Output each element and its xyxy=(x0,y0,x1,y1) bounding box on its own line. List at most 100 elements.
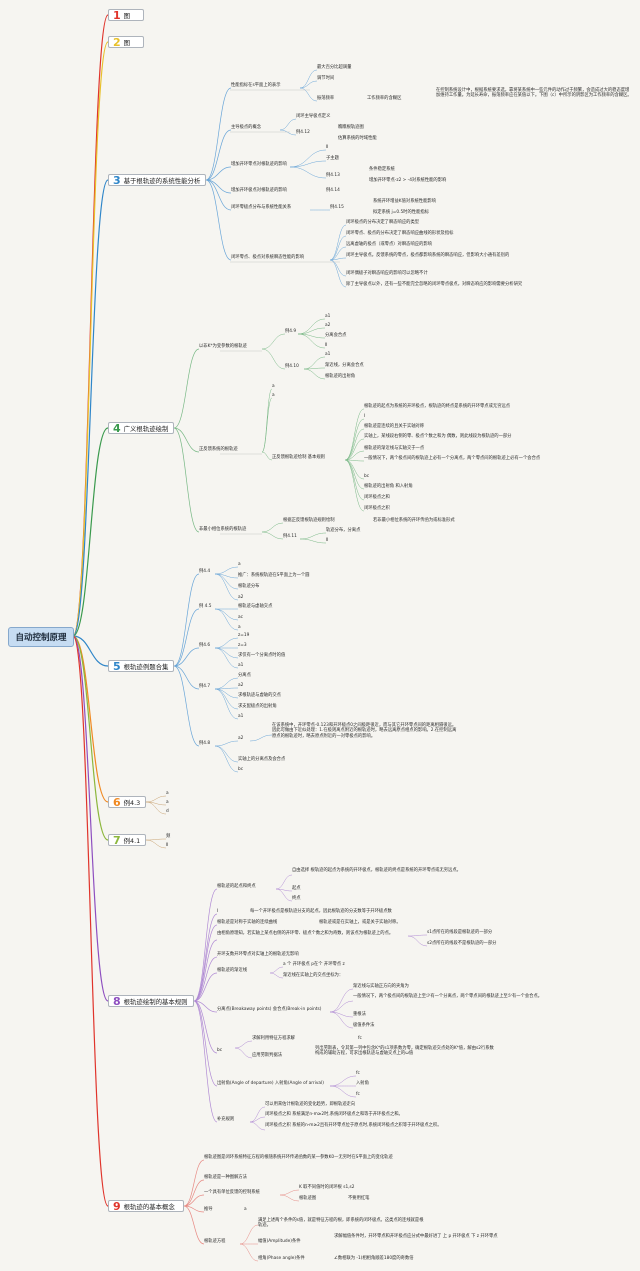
node[interactable]: 入射角 xyxy=(356,1081,369,1086)
node[interactable]: 相角(Phase angle)条件 xyxy=(258,1256,305,1261)
node[interactable]: a xyxy=(272,384,275,389)
node[interactable]: 系统开环增益K值对系统性能影响 xyxy=(373,199,436,204)
node[interactable]: 渐近线，分离会合点 xyxy=(325,363,364,368)
node[interactable]: a2 xyxy=(325,323,331,328)
node[interactable]: 根轨迹与虚轴交点 xyxy=(238,604,273,609)
node[interactable]: a xyxy=(238,625,241,630)
node[interactable]: s2点所在的线段不是根轨迹的一部分 xyxy=(427,941,497,946)
node[interactable]: 例4.15 xyxy=(330,205,344,210)
node[interactable]: bc xyxy=(364,474,370,479)
root-topic[interactable]: 自动控制原理 xyxy=(8,627,74,647)
node[interactable]: Ⅱ xyxy=(325,343,328,348)
node[interactable]: 重根法 xyxy=(353,1012,366,1017)
node[interactable]: 不要用红笔 xyxy=(348,1196,370,1201)
node[interactable]: 实轴上，某线段右侧的零、极点个数之和为 偶数，则此线段为根轨迹的一部分 xyxy=(364,434,512,439)
node[interactable]: bc xyxy=(238,767,244,772)
node[interactable]: 渐近线与实轴正方向的夹角为 xyxy=(353,984,409,989)
node[interactable]: 在控制系统设计中，根据系统要求选，靠将某系统中一些元件的动作过于频繁，会造成过大… xyxy=(436,88,632,99)
node[interactable]: s1点所在的线段是根轨迹的一部分 xyxy=(427,930,493,935)
node[interactable]: 应用劳斯判据法 xyxy=(252,1053,283,1058)
node[interactable]: 一般情况下，两个极点间的根轨迹上必有一个分离点，两个零点间的根轨迹上必有一个会合… xyxy=(364,456,541,461)
node[interactable]: a xyxy=(272,393,275,398)
node[interactable]: 闭环零点、极点对系统瞬态性能的影响 xyxy=(231,255,305,260)
node[interactable]: 闭环零极点分布与系统性能关系 xyxy=(231,205,292,210)
node[interactable]: 求支配极点的出射角 xyxy=(238,704,277,709)
node[interactable]: 例4.11 xyxy=(283,534,297,539)
node[interactable]: Ⅰ xyxy=(217,909,219,914)
node[interactable]: 例4.9 xyxy=(285,329,297,334)
node[interactable]: 根轨迹图是闭环系统特征方程的根随系统开环传递函数的某一参数K0—无穷时在S平面上… xyxy=(204,1155,393,1160)
node[interactable]: 补充规则 xyxy=(217,1117,235,1122)
node[interactable]: 轨迹分布，分离点 xyxy=(326,528,361,533)
node[interactable]: 频 xyxy=(166,834,171,839)
node[interactable]: 根轨迹图 xyxy=(299,1196,317,1201)
node[interactable]: 分离点(Breakaway points) 会合点(Break-in point… xyxy=(217,1007,322,1012)
node[interactable]: K 取不同值时的闭环根 s1,s2 xyxy=(299,1185,355,1190)
node[interactable]: a1 xyxy=(325,352,331,357)
node[interactable]: 极值条件法 xyxy=(353,1023,375,1028)
node[interactable]: a1 xyxy=(238,663,244,668)
node[interactable]: 求解幅值条件时，开环零点和开环极点应分式中最好进了 上 p 开环极点 下 z 开… xyxy=(334,1234,498,1239)
node[interactable]: 幅值(Amplitude)条件 xyxy=(258,1239,301,1244)
node[interactable]: 分离会合点 xyxy=(325,333,347,338)
node[interactable]: a xyxy=(166,800,169,805)
node[interactable]: 例4.10 xyxy=(285,364,299,369)
node[interactable]: 正反馈根轨迹绘制 基本规则 xyxy=(272,455,325,460)
node[interactable]: 调节时间 xyxy=(317,76,335,81)
node[interactable]: z=3 xyxy=(238,643,247,648)
node[interactable]: 每一个开环极点是根轨迹分支的起点，因此根轨迹的分支数等于开环极点数 xyxy=(250,909,392,914)
node[interactable]: 渐近线在实轴上的交点坐标为： xyxy=(283,973,344,978)
node[interactable]: 起点 xyxy=(292,886,301,891)
node[interactable]: 闭环极点的分布决定了瞬态响应的类型 xyxy=(346,220,420,225)
node[interactable]: 估算系统的时域性能 xyxy=(338,136,377,141)
node[interactable]: 实轴上的分离点及会合点 xyxy=(238,757,286,762)
node[interactable]: 根轨迹的出射角 和入射角 xyxy=(364,484,413,489)
node[interactable]: 根轨迹是连续的且关于实轴对称 xyxy=(364,424,425,429)
node[interactable]: 求根轨迹与虚轴的交点 xyxy=(238,693,281,698)
node[interactable]: 例4.4 xyxy=(199,569,211,574)
node[interactable]: 例4.13 xyxy=(326,173,340,178)
node[interactable]: a xyxy=(244,1207,247,1212)
node[interactable]: a1 xyxy=(325,314,331,319)
node[interactable]: ac xyxy=(238,615,243,620)
node[interactable]: ∠数相联为 -1(相相角顺差180度的奇数倍 xyxy=(334,1256,414,1261)
node[interactable]: 推广：系统根轨迹在S平面上为一个圆 xyxy=(238,573,310,578)
node[interactable]: 工作频率的含糊区 xyxy=(367,96,402,101)
node[interactable]: 远离虚轴的极点（或零点）对瞬态响应的影响 xyxy=(346,242,432,247)
node[interactable]: 根轨迹方程 xyxy=(204,1239,226,1244)
node[interactable]: 根轨迹的出射角 xyxy=(325,374,356,379)
node[interactable]: 根据正反馈根轨迹规则绘制 xyxy=(283,518,335,523)
node[interactable]: 根轨迹的渐近线 xyxy=(217,968,248,973)
node[interactable]: 根轨迹是一种图解方法 xyxy=(204,1175,247,1180)
node[interactable]: 一般情况下，两个极点间的根轨迹上至少有一个分离点，两个零点间的根轨迹上至少有一个… xyxy=(353,994,543,999)
node[interactable]: 闭环极点之和 xyxy=(364,495,390,500)
node[interactable]: Ⅱ xyxy=(166,843,169,848)
node[interactable]: 增加开环极点对根轨迹的影响 xyxy=(231,188,287,193)
node[interactable]: 求仅有一个分离点时的值 xyxy=(238,653,286,658)
node[interactable]: 拟定系统 j=0.5时的性能指标 xyxy=(373,210,429,215)
node[interactable]: 根轨迹或是在实轴上，或是关于实轴对称。 xyxy=(319,920,401,925)
node[interactable]: 增加开环零点-z2 > -4对系统性能的影响 xyxy=(369,178,447,183)
node[interactable]: 闭环偶极子对瞬态响应的影响可以忽略不计 xyxy=(346,271,428,276)
node[interactable]: a1 xyxy=(238,714,244,719)
node[interactable]: 终点 xyxy=(292,896,301,901)
node[interactable]: 推导 xyxy=(204,1207,213,1212)
node[interactable]: 除了主导极点以外，还有一些不能完全忽略的闭环零点极点，对瞬态响应的影响需要分析研… xyxy=(346,282,523,287)
node[interactable]: 例4.6 xyxy=(199,643,211,648)
node[interactable]: 由相角原理知，若实轴上某点右侧的开环零、极点个数之和为奇数，则该点为根轨迹上的点… xyxy=(217,931,394,936)
node[interactable]: Ⅱ xyxy=(326,145,329,150)
node[interactable]: 条件稳定系统 xyxy=(369,167,395,172)
node[interactable]: 闭环主导极点定义 xyxy=(296,114,331,119)
node[interactable]: 增加开环零点对根轨迹的影响 xyxy=(231,162,287,167)
node[interactable]: 以非K*为变参数的根轨迹 xyxy=(199,344,247,349)
node[interactable]: 可以用来估计根轨迹的变化趋势，即根轨迹走向 xyxy=(265,1102,356,1107)
node[interactable]: bc xyxy=(217,1048,223,1053)
node[interactable]: 若非最小相位系统的开环传函为或标准形式 xyxy=(373,518,455,523)
node[interactable]: Ⅰ xyxy=(364,414,366,419)
node[interactable]: 闭环极点之积 系统的n-m≥2且有开环零点位于原点时,系统闭环极点之积等于开环极… xyxy=(265,1123,442,1128)
node[interactable]: 主导极点的概念 xyxy=(231,125,262,130)
